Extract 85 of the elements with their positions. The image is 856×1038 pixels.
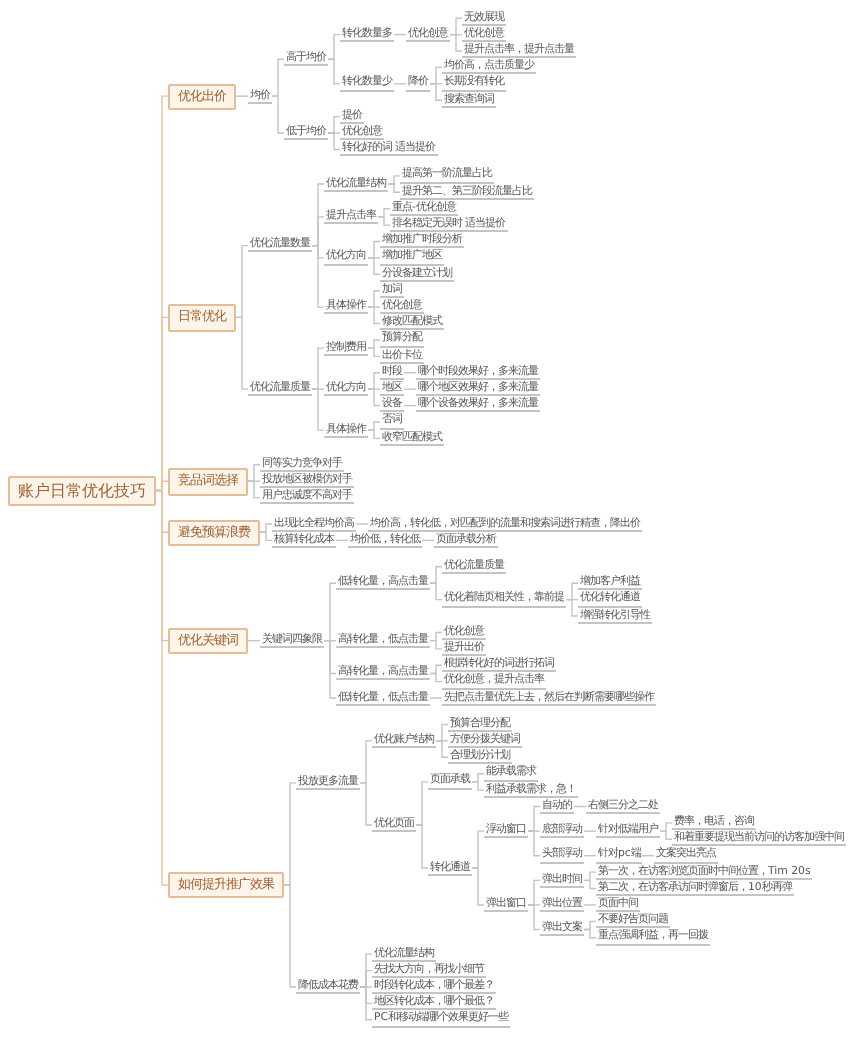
connector-line bbox=[259, 523, 273, 533]
connector-line bbox=[415, 824, 429, 869]
connector-line bbox=[583, 920, 597, 931]
connector-line bbox=[259, 531, 273, 542]
connector-line bbox=[271, 95, 285, 134]
connector-line bbox=[367, 240, 381, 259]
connector-line bbox=[359, 782, 373, 826]
connector-line bbox=[235, 244, 249, 319]
connector-line bbox=[471, 781, 485, 791]
connector-line bbox=[235, 316, 249, 390]
connector-line bbox=[429, 639, 443, 650]
connector-line bbox=[527, 879, 541, 906]
connector-line bbox=[415, 781, 429, 826]
connector-line bbox=[429, 566, 443, 584]
connector-line bbox=[283, 884, 297, 988]
connector-line bbox=[527, 904, 541, 931]
connector-line bbox=[327, 115, 341, 134]
connector-line bbox=[327, 132, 341, 151]
connector-line bbox=[155, 489, 169, 886]
connector-line bbox=[429, 664, 443, 675]
connector-line bbox=[393, 33, 407, 36]
connector-line bbox=[449, 17, 463, 36]
connector-line bbox=[311, 388, 325, 431]
connector-line bbox=[271, 58, 285, 97]
connector-line bbox=[421, 539, 435, 542]
connector-line bbox=[323, 639, 337, 699]
connector-line bbox=[367, 372, 381, 390]
connector-line bbox=[311, 216, 325, 247]
connector-line bbox=[583, 879, 597, 890]
connector-line bbox=[403, 388, 417, 390]
connector-line bbox=[387, 175, 401, 185]
connector-line bbox=[573, 805, 587, 808]
connector-line bbox=[435, 740, 449, 758]
connector-line bbox=[527, 830, 541, 857]
connector-line bbox=[359, 969, 373, 988]
connector-line bbox=[359, 740, 373, 784]
connector-line bbox=[327, 33, 341, 60]
connector-line bbox=[471, 830, 485, 869]
connector-line bbox=[583, 871, 597, 882]
connector-line bbox=[367, 257, 381, 275]
connector-line bbox=[359, 986, 373, 1021]
connector-line bbox=[367, 347, 381, 358]
connector-line bbox=[387, 183, 401, 193]
connector-line bbox=[659, 822, 673, 832]
connector-line bbox=[327, 58, 341, 85]
connector-line bbox=[471, 773, 485, 783]
connector-line bbox=[583, 855, 597, 857]
connector-line bbox=[247, 464, 261, 482]
connector-line bbox=[435, 723, 449, 742]
connector-line bbox=[367, 421, 381, 431]
connector-line bbox=[659, 830, 673, 841]
connector-line bbox=[429, 66, 443, 85]
connector-line bbox=[393, 83, 407, 85]
connector-line bbox=[429, 582, 443, 601]
connector-line bbox=[641, 855, 655, 857]
connector-line bbox=[429, 672, 443, 683]
connector-line bbox=[155, 480, 169, 492]
connector-line bbox=[565, 582, 579, 601]
connector-line bbox=[429, 631, 443, 642]
connector-line bbox=[449, 33, 463, 52]
connector-line bbox=[283, 782, 297, 886]
connector-line bbox=[367, 290, 381, 308]
connector-line bbox=[367, 429, 381, 440]
connector-line bbox=[377, 216, 391, 226]
connector-line bbox=[403, 404, 417, 407]
connector-line bbox=[235, 95, 249, 97]
connector-line bbox=[367, 339, 381, 349]
connector-line bbox=[323, 582, 337, 642]
connector-line bbox=[247, 480, 261, 499]
connector-line bbox=[377, 208, 391, 218]
connector-line bbox=[311, 347, 325, 390]
connector-line bbox=[335, 539, 349, 542]
connector-line bbox=[311, 244, 325, 308]
connector-line bbox=[429, 697, 443, 699]
connector-line bbox=[583, 904, 597, 906]
connector-line bbox=[583, 928, 597, 939]
connector-line bbox=[527, 805, 541, 832]
connector-line bbox=[355, 523, 369, 525]
connector-line bbox=[565, 598, 579, 617]
connector-line bbox=[471, 867, 485, 906]
connector-line bbox=[367, 306, 381, 325]
connector-line bbox=[583, 830, 597, 832]
connector-line bbox=[429, 83, 443, 101]
connector-line bbox=[367, 388, 381, 407]
connector-line bbox=[403, 372, 417, 374]
